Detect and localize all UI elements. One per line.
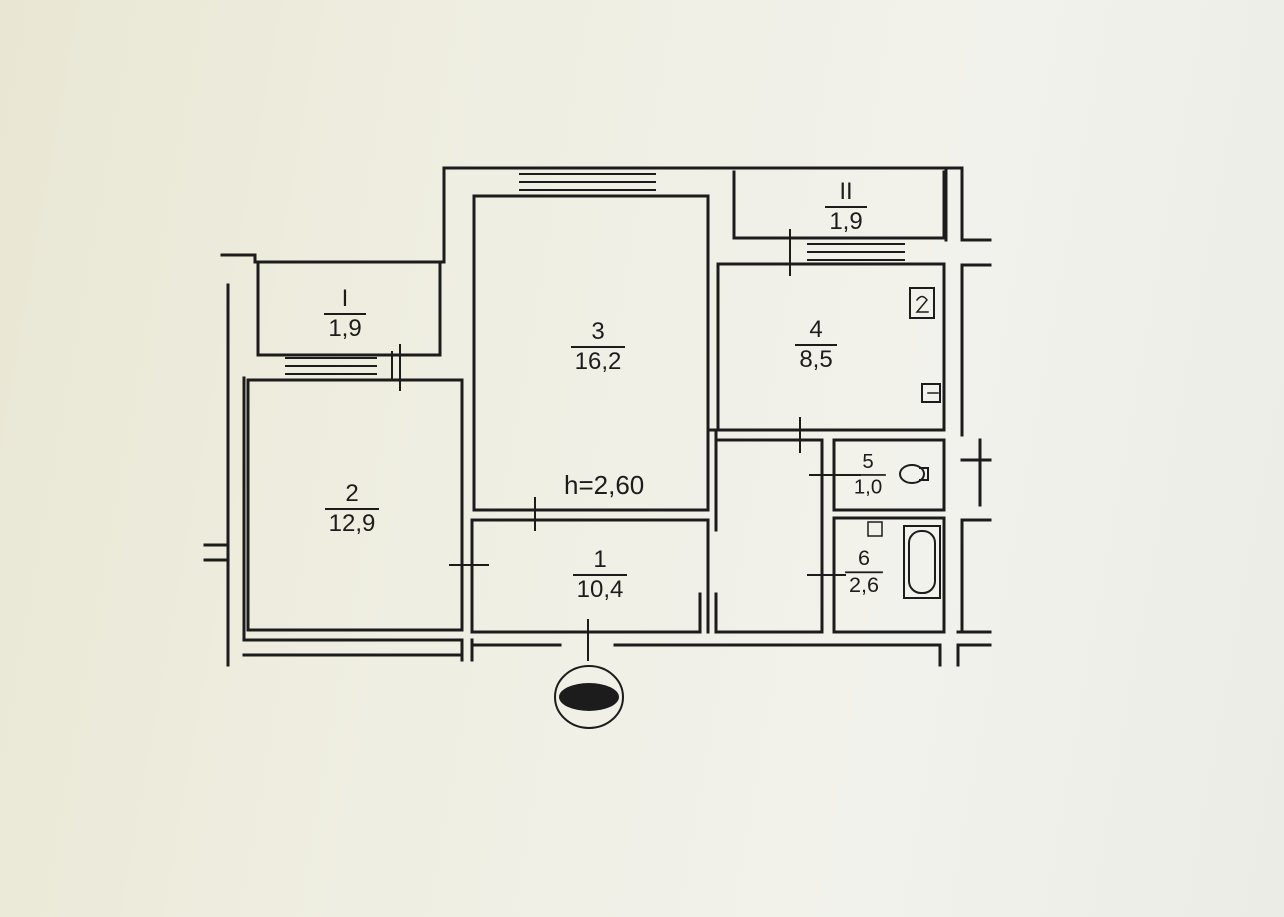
room-label-6: 6 2,6 [810,548,918,597]
room-area: 2,6 [845,571,883,596]
outer-walls [203,166,992,667]
room-number: 4 [809,316,823,343]
room-area: 8,5 [795,344,837,372]
room-area: 1,9 [324,313,366,341]
room-area: 16,2 [570,346,626,374]
room-label-5: 5 1,0 [817,452,919,498]
room-label-balcony-1: I 1,9 [285,287,405,341]
room-number: I [341,285,349,312]
room-2-outline [246,378,489,632]
room-label-4: 4 8,5 [756,318,876,372]
balcony-1-outline [256,260,442,391]
room-number: II [839,178,853,205]
room-3-outline [472,173,718,532]
room-4-outline [716,262,946,453]
room-number: 5 [862,450,874,474]
room-area: 1,0 [850,474,886,498]
ceiling-height-label: h=2,60 [564,470,645,500]
room-6-outline [832,516,946,634]
room-number: 2 [345,480,359,507]
room-number: 3 [591,318,605,345]
room-area: 1,9 [825,206,867,234]
room-5-outline [809,438,946,512]
room-label-2: 2 12,9 [292,482,412,536]
room-area: 10,4 [572,574,628,602]
room-number: 1 [593,546,607,573]
room-1-outline [470,438,846,661]
room-label-balcony-2: II 1,9 [786,180,906,234]
room-label-1: 1 10,4 [540,548,660,602]
room-label-3: 3 16,2 [538,320,658,374]
entrance-marker [554,665,624,729]
balcony-2-outline [732,170,946,276]
room-number: 6 [857,546,871,571]
room-area: 12,9 [324,508,380,536]
